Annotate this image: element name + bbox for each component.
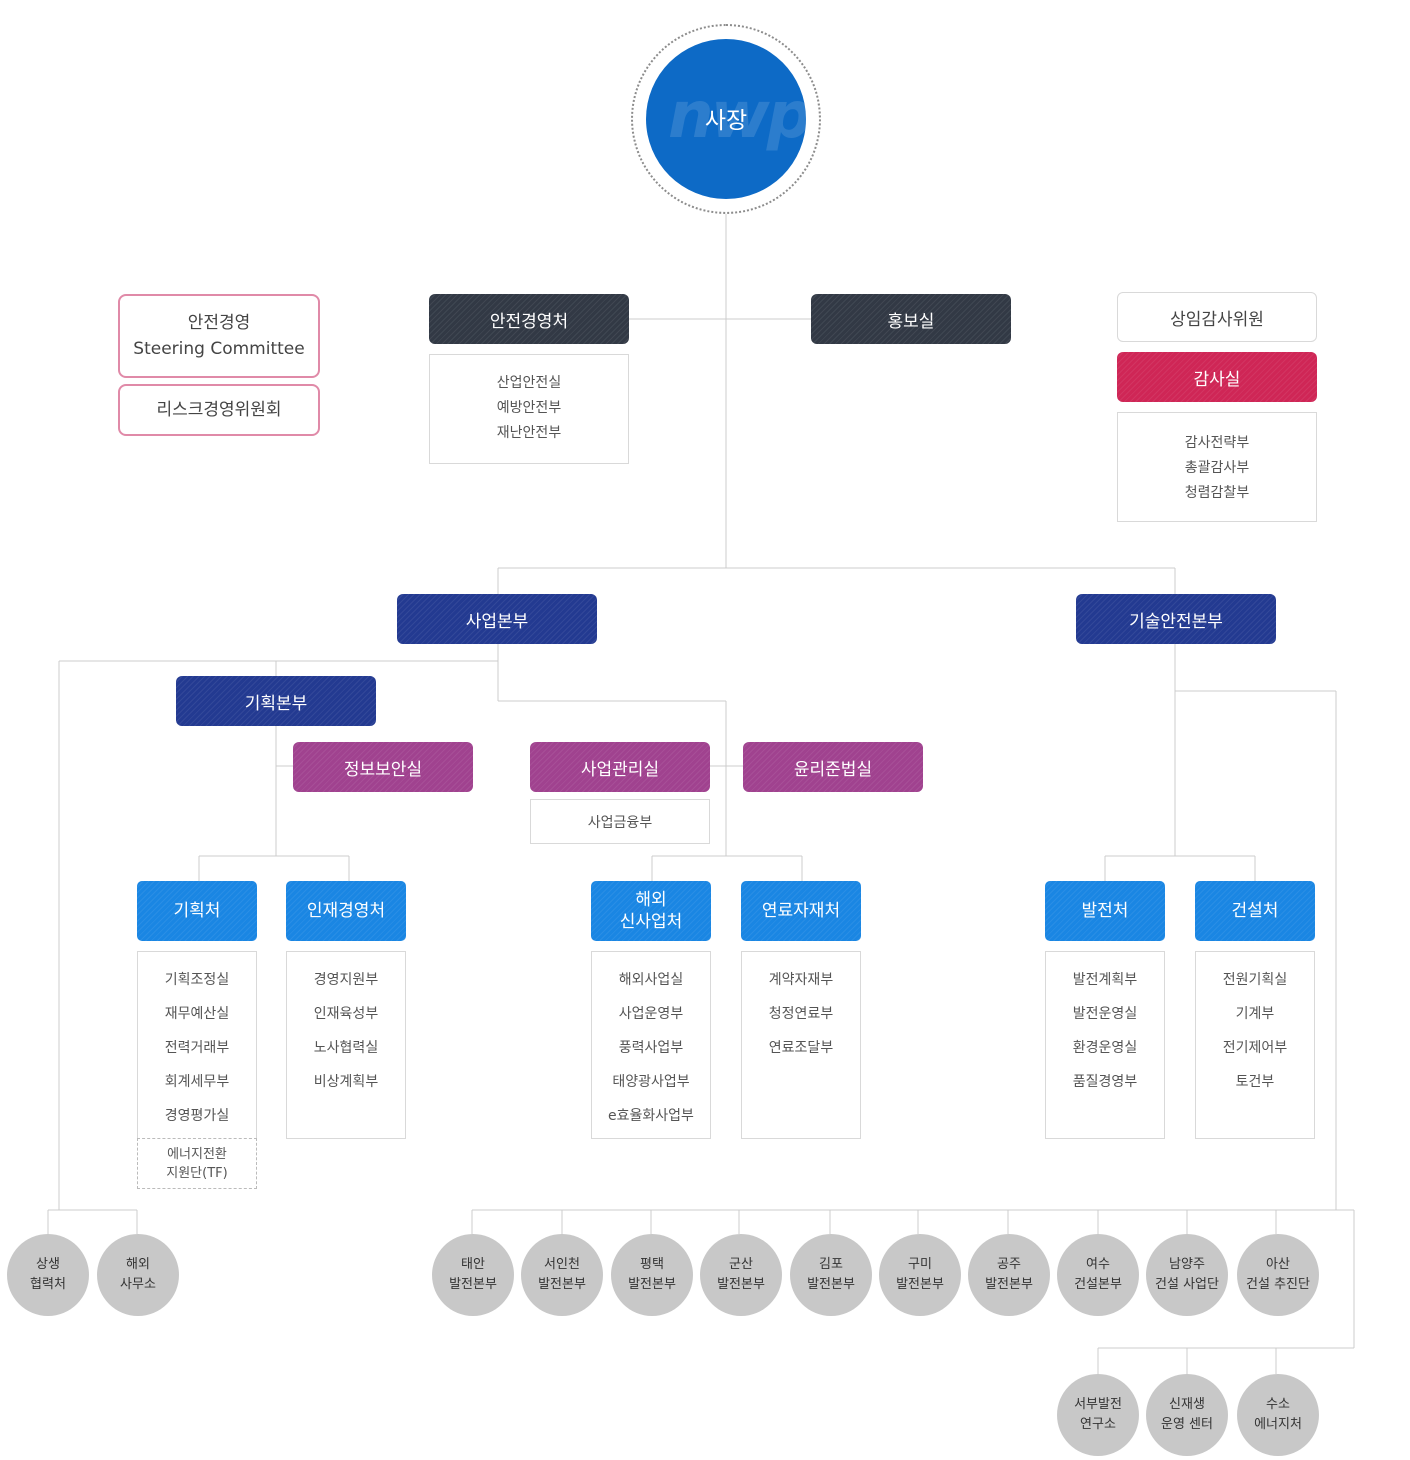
list-item: 총괄감사부: [1184, 460, 1250, 476]
list-item: 산업안전실: [496, 375, 562, 391]
list-item: 사업운영부: [618, 1006, 684, 1022]
company-logo: nwp: [668, 79, 806, 153]
tech-safety-hq: 기술안전본부: [1076, 594, 1276, 644]
list-item: 계약자재부: [768, 972, 834, 988]
shared-growth-cooperation-unit: 상생 협력처: [7, 1234, 89, 1316]
list-item: 기계부: [1235, 1006, 1275, 1022]
fuel-materials-dept: 연료자재처: [741, 881, 861, 941]
list-item: 회계세무부: [164, 1074, 230, 1090]
power-generation-dept: 발전처: [1045, 881, 1165, 941]
list-item: 예방안전부: [496, 400, 562, 416]
plant-unit: 서인천 발전본부: [521, 1234, 603, 1316]
overseas-new-business-dept: 해외 신사업처: [591, 881, 711, 941]
energy-transition-tf: 에너지전환 지원단(TF): [137, 1138, 257, 1189]
list-item: 인재육성부: [313, 1006, 379, 1022]
list-item: 재무예산실: [164, 1006, 230, 1022]
info-security-office: 정보보안실: [293, 742, 473, 792]
list-item: 풍력사업부: [618, 1040, 684, 1056]
plant-unit: 태안 발전본부: [432, 1234, 514, 1316]
ceo-label: 사장: [704, 108, 748, 134]
ceo-node: nwp 사장: [646, 39, 806, 199]
plant-unit: 공주 발전본부: [968, 1234, 1050, 1316]
business-management-office: 사업관리실: [530, 742, 710, 792]
standing-auditor: 상임감사위원: [1117, 292, 1317, 342]
fuel-dept-list: 계약자재부 청정연료부 연료조달부: [741, 951, 861, 1139]
list-item: 토건부: [1235, 1074, 1275, 1090]
business-management-list: 사업금융부: [530, 799, 710, 844]
plant-unit: 여수 건설본부: [1057, 1234, 1139, 1316]
list-item: 발전계획부: [1072, 972, 1138, 988]
list-item: 품질경영부: [1072, 1074, 1138, 1090]
list-item: 비상계획부: [313, 1074, 379, 1090]
list-item: 발전운영실: [1072, 1006, 1138, 1022]
construction-dept-list: 전원기획실 기계부 전기제어부 토건부: [1195, 951, 1315, 1139]
audit-office: 감사실: [1117, 352, 1317, 402]
business-hq: 사업본부: [397, 594, 597, 644]
plant-unit: 구미 발전본부: [879, 1234, 961, 1316]
list-item: 환경운영실: [1072, 1040, 1138, 1056]
overseas-dept-list: 해외사업실 사업운영부 풍력사업부 태양광사업부 e효율화사업부: [591, 951, 711, 1139]
list-item: 감사전략부: [1184, 435, 1250, 451]
list-item: 해외사업실: [618, 972, 684, 988]
list-item: 전력거래부: [164, 1040, 230, 1056]
hr-dept-list: 경영지원부 인재육성부 노사협력실 비상계획부: [286, 951, 406, 1139]
list-item: 기획조정실: [164, 972, 230, 988]
list-item: 청렴감찰부: [1184, 485, 1250, 501]
pr-office: 홍보실: [811, 294, 1011, 344]
list-item: 경영평가실: [164, 1108, 230, 1124]
construction-dept: 건설처: [1195, 881, 1315, 941]
plant-unit: 평택 발전본부: [611, 1234, 693, 1316]
planning-dept: 기획처: [137, 881, 257, 941]
list-item: 노사협력실: [313, 1040, 379, 1056]
list-item: 청정연료부: [768, 1006, 834, 1022]
ethics-compliance-office: 윤리준법실: [743, 742, 923, 792]
planning-dept-list: 기획조정실 재무예산실 전력거래부 회계세무부 경영평가실: [137, 951, 257, 1139]
plant-unit: 김포 발전본부: [790, 1234, 872, 1316]
planning-hq: 기획본부: [176, 676, 376, 726]
list-item: 전원기획실: [1222, 972, 1288, 988]
list-item: 연료조달부: [768, 1040, 834, 1056]
renewable-ops-center-unit: 신재생 운영 센터: [1146, 1374, 1228, 1456]
audit-office-list: 감사전략부 총괄감사부 청렴감찰부: [1117, 412, 1317, 522]
safety-office-list: 산업안전실 예방안전부 재난안전부: [429, 354, 629, 464]
list-item: 태양광사업부: [612, 1074, 690, 1090]
ceo-ring: [631, 24, 821, 214]
list-item: 재난안전부: [496, 425, 562, 441]
hr-dept: 인재경영처: [286, 881, 406, 941]
plant-unit: 아산 건설 추진단: [1237, 1234, 1319, 1316]
power-dept-list: 발전계획부 발전운영실 환경운영실 품질경영부: [1045, 951, 1165, 1139]
list-item: 전기제어부: [1222, 1040, 1288, 1056]
safety-steering-committee: 안전경영 Steering Committee: [118, 294, 320, 378]
hydrogen-energy-unit: 수소 에너지처: [1237, 1374, 1319, 1456]
risk-management-committee: 리스크경영위원회: [118, 384, 320, 436]
overseas-office-unit: 해외 사무소: [97, 1234, 179, 1316]
list-item: 사업금융부: [587, 815, 653, 831]
research-institute-unit: 서부발전 연구소: [1057, 1374, 1139, 1456]
list-item: 경영지원부: [313, 972, 379, 988]
plant-unit: 군산 발전본부: [700, 1234, 782, 1316]
list-item: e효율화사업부: [608, 1108, 694, 1124]
plant-unit: 남양주 건설 사업단: [1146, 1234, 1228, 1316]
safety-management-office: 안전경영처: [429, 294, 629, 344]
